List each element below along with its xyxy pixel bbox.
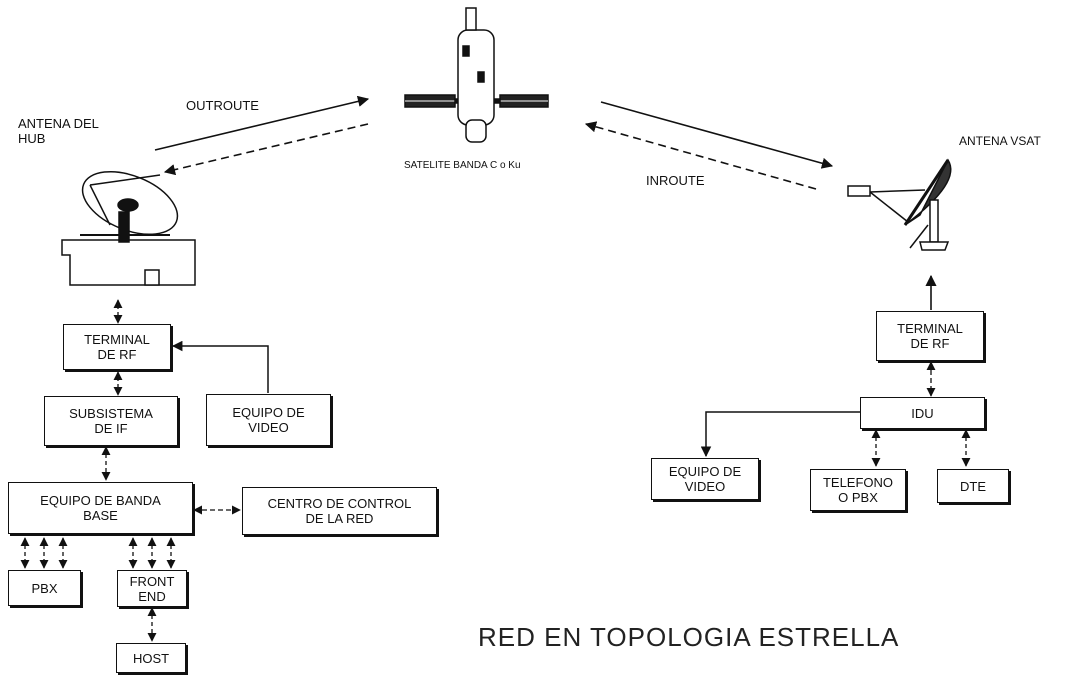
outroute-return-arrow bbox=[165, 124, 368, 172]
hub-antenna-label-line1: ANTENA DEL bbox=[18, 116, 99, 131]
hub-front-end-line2: END bbox=[138, 589, 165, 604]
diagram-caption: RED EN TOPOLOGIA ESTRELLA bbox=[478, 622, 899, 653]
hub-banda-base-line1: EQUIPO DE BANDA bbox=[40, 493, 161, 508]
satellite-icon bbox=[405, 8, 548, 142]
hub-subsistema-if-box: SUBSISTEMA DE IF bbox=[44, 396, 178, 446]
remote-idu-label: IDU bbox=[911, 406, 933, 421]
remote-idu-box: IDU bbox=[860, 397, 985, 429]
hub-centro-control-line2: DE LA RED bbox=[306, 511, 374, 526]
hub-terminal-rf-line1: TERMINAL bbox=[84, 332, 150, 347]
hub-subsistema-if-line2: DE IF bbox=[94, 421, 127, 436]
downlink-to-vsat-arrow bbox=[601, 102, 832, 166]
hub-host-label: HOST bbox=[133, 651, 169, 666]
hub-host-box: HOST bbox=[116, 643, 186, 673]
hub-front-end-box: FRONT END bbox=[117, 570, 187, 607]
hub-antenna-label-line2: HUB bbox=[18, 131, 99, 146]
outroute-label: OUTROUTE bbox=[186, 98, 259, 113]
vsat-antenna-label: ANTENA VSAT bbox=[959, 134, 1041, 149]
remote-equipo-video-line1: EQUIPO DE bbox=[669, 464, 741, 479]
hub-equipo-video-line1: EQUIPO DE bbox=[232, 405, 304, 420]
vsat-antenna-icon bbox=[848, 160, 951, 250]
hub-banda-base-line2: BASE bbox=[83, 508, 118, 523]
remote-equipo-video-line2: VIDEO bbox=[685, 479, 725, 494]
hub-pbx-box: PBX bbox=[8, 570, 81, 606]
inroute-label: INROUTE bbox=[646, 173, 705, 188]
remote-terminal-rf-line1: TERMINAL bbox=[897, 321, 963, 336]
remote-equipo-video-box: EQUIPO DE VIDEO bbox=[651, 458, 759, 500]
hub-antenna-icon bbox=[62, 159, 195, 285]
hub-equipo-banda-base-box: EQUIPO DE BANDA BASE bbox=[8, 482, 193, 534]
remote-telefono-box: TELEFONO O PBX bbox=[810, 469, 906, 511]
satellite-label: SATELITE BANDA C o Ku bbox=[404, 158, 521, 173]
hub-equipo-video-line2: VIDEO bbox=[248, 420, 288, 435]
remote-dte-label: DTE bbox=[960, 479, 986, 494]
remote-dte-box: DTE bbox=[937, 469, 1009, 503]
remote-telefono-line1: TELEFONO bbox=[823, 475, 893, 490]
hub-centro-control-line1: CENTRO DE CONTROL bbox=[268, 496, 412, 511]
hub-equipo-video-box: EQUIPO DE VIDEO bbox=[206, 394, 331, 446]
hub-terminal-rf-box: TERMINAL DE RF bbox=[63, 324, 171, 370]
hub-terminal-rf-line2: DE RF bbox=[98, 347, 137, 362]
hub-subsistema-if-line1: SUBSISTEMA bbox=[69, 406, 153, 421]
hub-front-end-line1: FRONT bbox=[130, 574, 175, 589]
remote-telefono-line2: O PBX bbox=[838, 490, 878, 505]
remote-terminal-rf-box: TERMINAL DE RF bbox=[876, 311, 984, 361]
hub-antenna-label: ANTENA DEL HUB bbox=[18, 116, 99, 146]
hub-pbx-label: PBX bbox=[31, 581, 57, 596]
hub-centro-control-box: CENTRO DE CONTROL DE LA RED bbox=[242, 487, 437, 535]
remote-terminal-rf-line2: DE RF bbox=[911, 336, 950, 351]
